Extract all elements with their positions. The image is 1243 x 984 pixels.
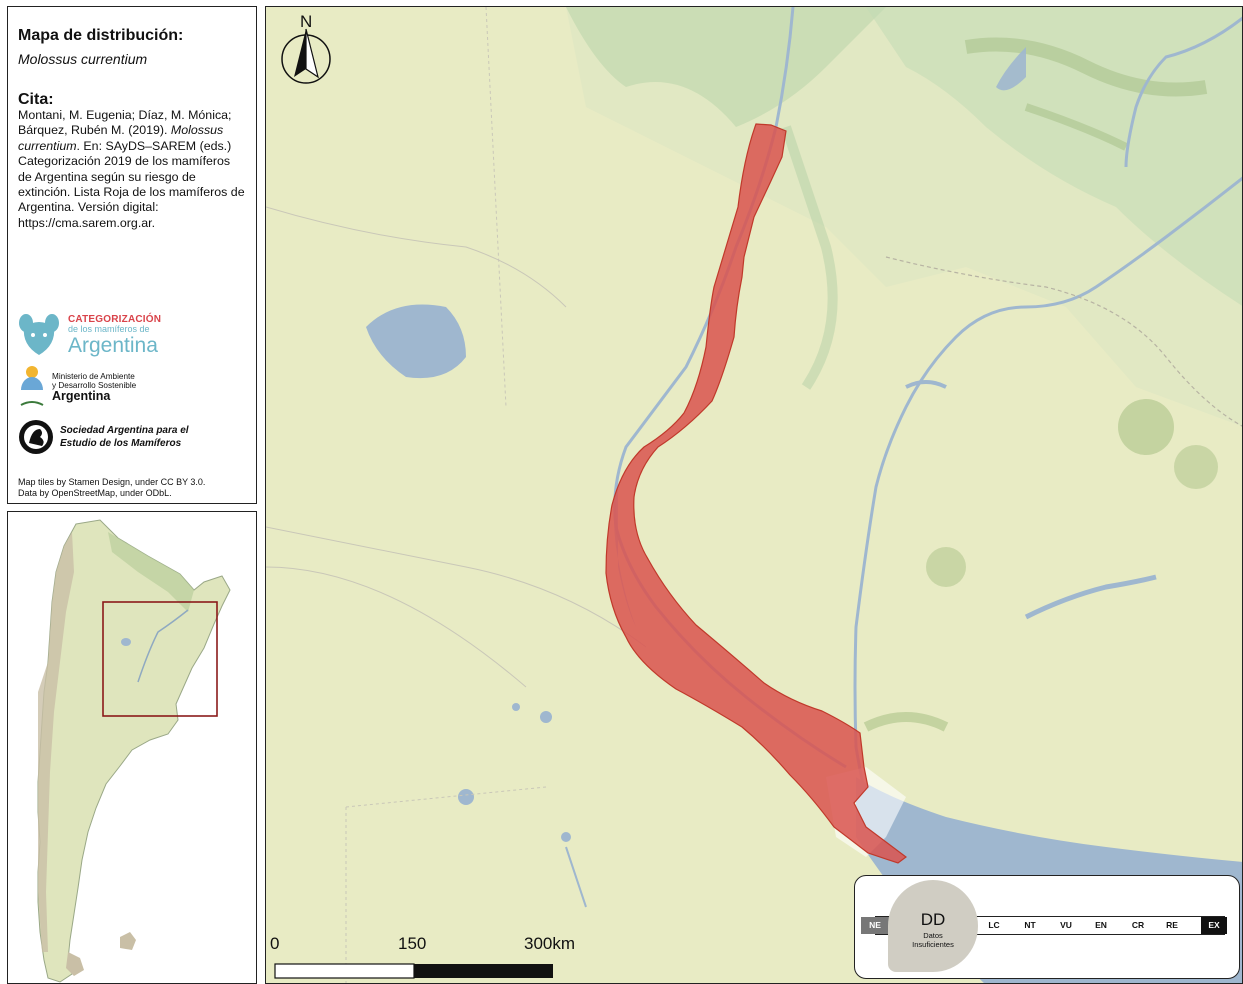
scale-label-0: 0: [270, 934, 280, 953]
inset-map-panel: [7, 511, 257, 984]
coat-of-arms-icon: [20, 366, 44, 406]
main-map: N: [266, 7, 1242, 983]
map-title: Mapa de distribución:: [18, 27, 184, 44]
north-label: N: [300, 12, 312, 31]
sarem-seal-icon: [19, 420, 53, 454]
ministerio-line1: Ministerio de Ambiente: [52, 371, 135, 381]
legend-item-en: EN: [1095, 920, 1107, 930]
categorizacion-big: Argentina: [68, 333, 158, 357]
legend-item-lc: LC: [988, 920, 1000, 930]
legend-item-re: RE: [1166, 920, 1178, 930]
scale-bar-white: [274, 963, 415, 979]
main-map-panel: N 0 150 300km NE DD Datos Insuficientes …: [265, 6, 1243, 984]
legend-item-vu: VU: [1060, 920, 1072, 930]
current-category-name-1: Datos: [923, 931, 943, 940]
info-panel: Mapa de distribución: Molossus currentiu…: [7, 6, 257, 504]
scale-bar-black: [414, 964, 553, 978]
categorizacion-sub: de los mamíferos de: [68, 323, 150, 334]
ministerio-line3: Argentina: [52, 388, 111, 403]
cita-heading: Cita:: [18, 91, 54, 108]
categorizacion-logo: CATEGORIZACIÓN de los mamíferos de Argen…: [18, 313, 161, 357]
legend-item-ne: NE: [861, 917, 889, 934]
species-range-polygon: [605, 123, 907, 864]
citation-species: Molossus currentium: [18, 123, 224, 153]
citation-text: Montani, M. Eugenia; Díaz, M. Mónica; Bá…: [18, 108, 245, 230]
sarem-line1: Sociedad Argentina para el: [60, 425, 189, 436]
current-category-name-2: Insuficientes: [912, 940, 954, 949]
inset-extent-box: [102, 601, 218, 717]
current-category-badge: [888, 880, 978, 972]
legend-item-nt: NT: [1024, 920, 1036, 930]
sarem-logo: Sociedad Argentina para el Estudio de lo…: [18, 419, 189, 455]
category-legend: NE DD Datos Insuficientes LC NT VU EN CR…: [854, 875, 1240, 979]
uruguay-river: [853, 176, 1242, 798]
north-arrow: N: [281, 12, 331, 84]
scale-label-300km: 300km: [524, 934, 576, 953]
legend-item-ex: EX: [1201, 917, 1227, 934]
ministerio-logo: Ministerio de Ambiente y Desarrollo Sost…: [18, 365, 136, 407]
species-name: Molossus currentium: [18, 51, 148, 67]
legend-item-cr: CR: [1131, 920, 1145, 930]
current-category-code: DD: [920, 910, 946, 929]
lake-mar-chiquita: [366, 304, 466, 379]
categorizacion-title: CATEGORIZACIÓN: [68, 313, 162, 325]
mammal-head-icon: [19, 314, 59, 355]
sarem-line2: Estudio de los Mamíferos: [60, 438, 182, 449]
scale-label-150: 150: [398, 934, 427, 953]
argentina-inset-map: [8, 512, 256, 983]
ministerio-line2: y Desarrollo Sostenible: [52, 380, 137, 390]
tile-credits: Map tiles by Stamen Design, under CC BY …: [18, 477, 206, 498]
